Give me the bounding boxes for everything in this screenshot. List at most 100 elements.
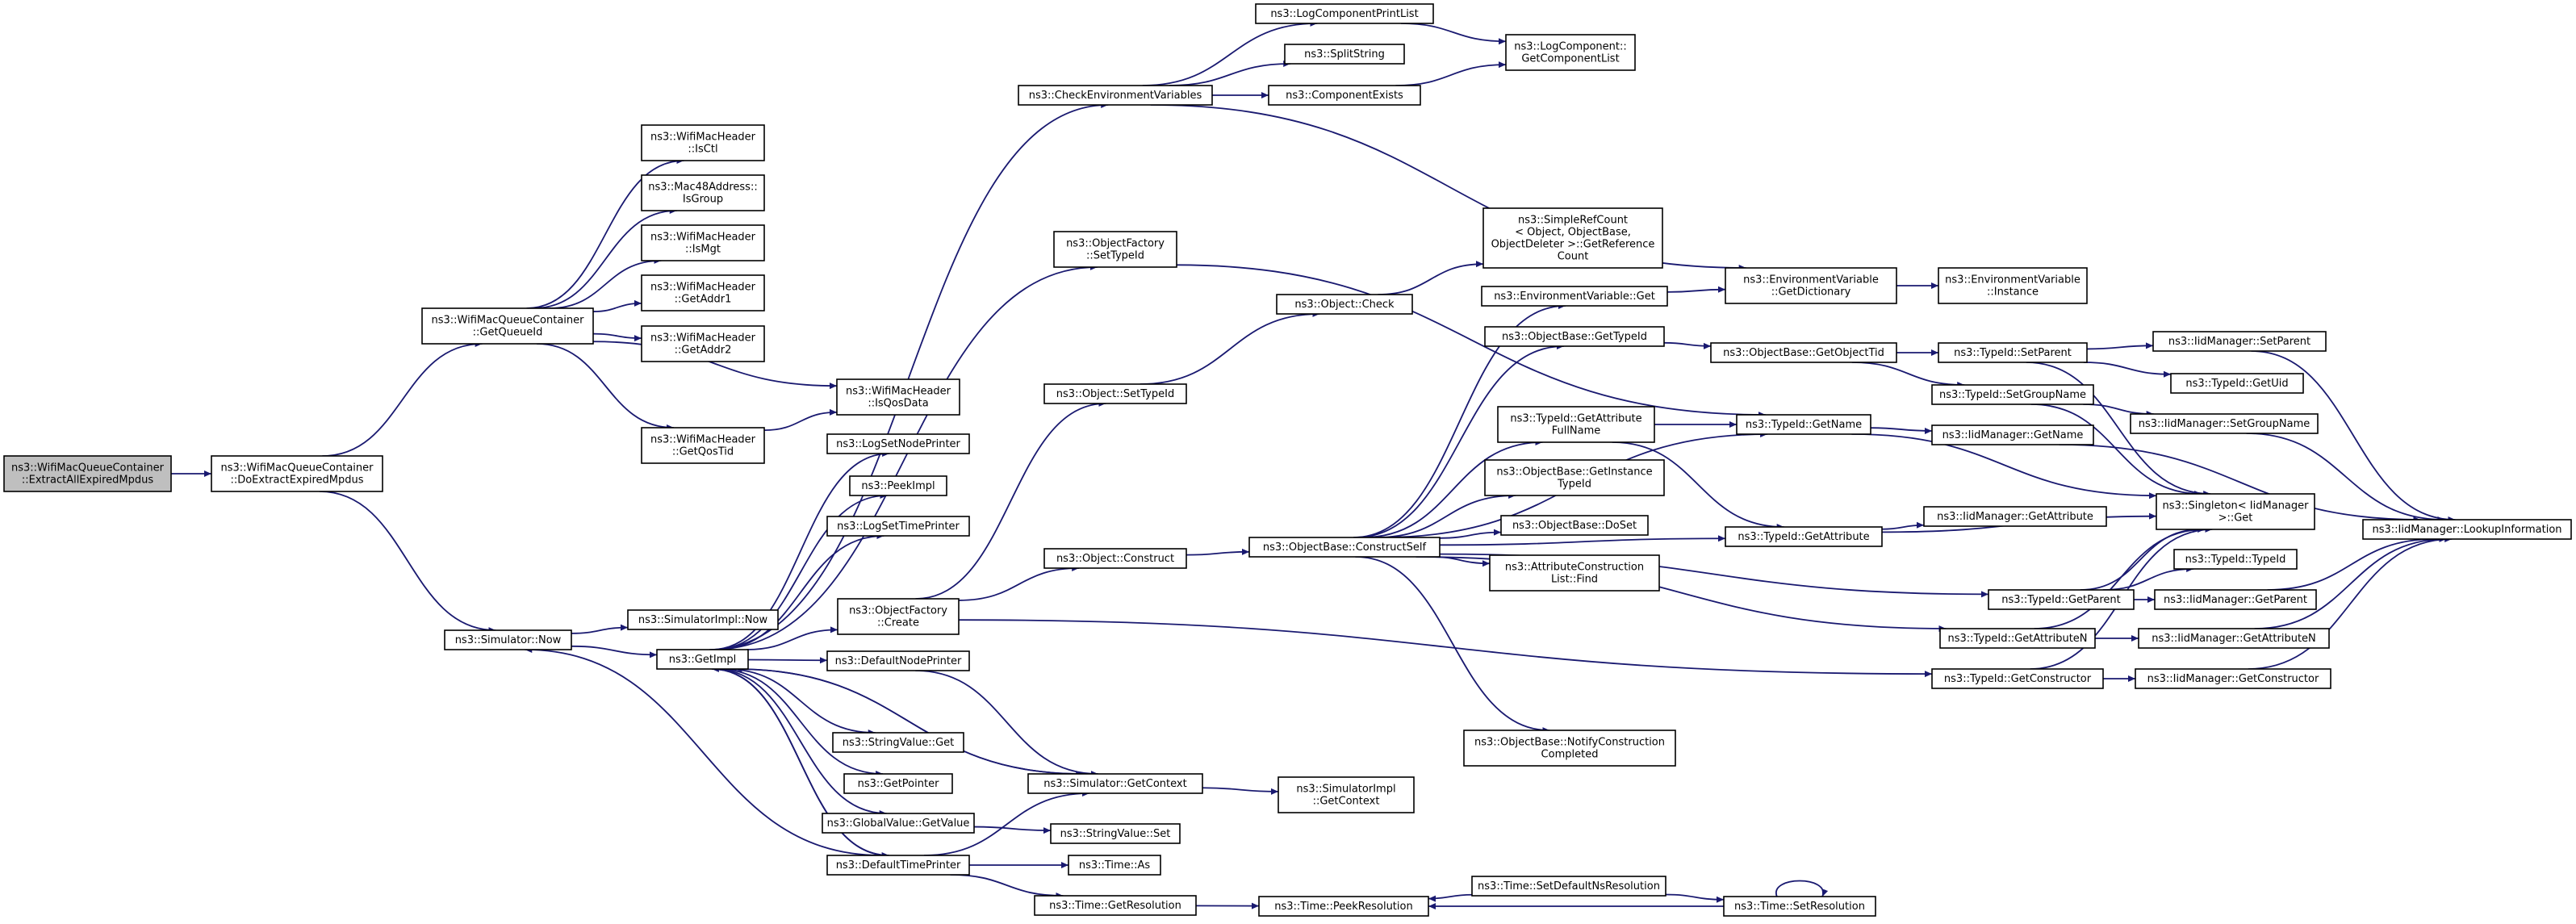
node-tidgetparent[interactable]: ns3::TypeId::GetParent — [1988, 589, 2135, 610]
edge-doextract-to-simnow — [319, 491, 496, 633]
node-objfcreate[interactable]: ns3::ObjectFactory::Create — [837, 598, 960, 635]
node-iidsetparent[interactable]: ns3::IidManager::SetParent — [2152, 331, 2327, 352]
edge-tidgetparent-to-tidtypeid — [2102, 566, 2194, 591]
node-iidgetattrn[interactable]: ns3::IidManager::GetAttributeN — [2138, 628, 2330, 649]
node-splitstring[interactable]: ns3::SplitString — [1284, 44, 1405, 65]
edge-simgetctx-to-getimpl — [734, 666, 1084, 775]
node-obdoset[interactable]: ns3::ObjectBase::DoSet — [1500, 515, 1649, 536]
node-getimpl[interactable]: ns3::GetImpl — [656, 649, 749, 670]
node-label-line: ::GetAddr1 — [675, 294, 732, 306]
node-root[interactable]: ns3::WifiMacQueueContainer::ExtractAllEx… — [3, 455, 172, 492]
node-objconstruct[interactable]: ns3::Object::Construct — [1043, 548, 1187, 569]
node-box — [1268, 85, 1421, 106]
node-timesetdef[interactable]: ns3::Time::SetDefaultNsResolution — [1471, 876, 1666, 897]
node-box — [1043, 548, 1187, 569]
node-tidsetgroup[interactable]: ns3::TypeId::SetGroupName — [1931, 384, 2094, 405]
node-tidgetuid[interactable]: ns3::TypeId::GetUid — [2170, 373, 2304, 394]
node-tidgetattrn[interactable]: ns3::TypeId::GetAttributeN — [1939, 628, 2096, 649]
node-simplerefcount[interactable]: ns3::SimpleRefCount< Object, ObjectBase,… — [1482, 207, 1663, 269]
node-logsettime[interactable]: ns3::LogSetTimePrinter — [826, 516, 970, 537]
node-simimplnow[interactable]: ns3::SimulatorImpl::Now — [627, 609, 779, 630]
node-label-line: ns3::StringValue::Set — [1060, 828, 1171, 840]
node-label-line: ns3::IidManager::GetAttribute — [1937, 511, 2093, 523]
node-timeas[interactable]: ns3::Time::As — [1068, 855, 1161, 876]
node-label-line: ns3::TypeId::TypeId — [2185, 554, 2286, 566]
node-logcompprint[interactable]: ns3::LogComponentPrintList — [1255, 3, 1434, 24]
edge-getimpl-to-getpointer — [717, 668, 884, 777]
edge-getimpl-to-objfcreate — [746, 626, 838, 650]
node-label-line: ns3::LogComponent:: — [1514, 41, 1627, 53]
node-iidsetgroup[interactable]: ns3::IidManager::SetGroupName — [2130, 413, 2319, 434]
node-objsettid[interactable]: ns3::Object::SetTypeId — [1043, 383, 1187, 404]
node-peekimpl[interactable]: ns3::PeekImpl — [849, 475, 947, 496]
node-iidlookup[interactable]: ns3::IidManager::LookupInformation — [2362, 519, 2572, 540]
node-tidsetparent[interactable]: ns3::TypeId::SetParent — [1938, 342, 2088, 363]
node-compexists[interactable]: ns3::ComponentExists — [1268, 85, 1421, 106]
node-iidgetparent[interactable]: ns3::IidManager::GetParent — [2154, 589, 2317, 610]
node-envgetdict[interactable]: ns3::EnvironmentVariable::GetDictionary — [1725, 267, 1897, 304]
node-box — [836, 378, 960, 416]
node-tidgetname[interactable]: ns3::TypeId::GetName — [1736, 414, 1871, 435]
node-getaddr2[interactable]: ns3::WifiMacHeader::GetAddr2 — [641, 325, 765, 362]
node-timesetres[interactable]: ns3::Time::SetResolution — [1723, 896, 1876, 917]
node-deftimeprinter[interactable]: ns3::DefaultTimePrinter — [826, 855, 970, 876]
node-iidgetname[interactable]: ns3::IidManager::GetName — [1931, 424, 2094, 445]
node-simimplctx[interactable]: ns3::SimulatorImpl::GetContext — [1278, 776, 1415, 813]
node-box — [826, 855, 970, 876]
node-iidgetattr[interactable]: ns3::IidManager::GetAttribute — [1923, 506, 2107, 527]
node-isgroup[interactable]: ns3::Mac48Address::IsGroup — [641, 174, 765, 211]
node-isctl[interactable]: ns3::WifiMacHeader::IsCtl — [641, 124, 765, 161]
node-simnow[interactable]: ns3::Simulator::Now — [444, 629, 572, 650]
node-iidgetctor[interactable]: ns3::IidManager::GetConstructor — [2135, 668, 2331, 689]
node-label-line: List::Find — [1551, 574, 1598, 586]
node-isqosdata[interactable]: ns3::WifiMacHeader::IsQosData — [836, 378, 960, 416]
node-label-line: ns3::TypeId::GetAttribute — [1510, 413, 1641, 425]
node-label-line: < Object, ObjectBase, — [1515, 227, 1631, 239]
node-label-line: ns3::WifiMacHeader — [650, 132, 756, 144]
node-logsetnode[interactable]: ns3::LogSetNodePrinter — [826, 433, 970, 454]
node-strvalset[interactable]: ns3::StringValue::Set — [1050, 823, 1181, 844]
node-label-line: ns3::IidManager::GetName — [1942, 429, 2084, 441]
edge-objconstruct-to-constructself — [1186, 548, 1250, 556]
node-getqueueid[interactable]: ns3::WifiMacQueueContainer::GetQueueId — [421, 307, 594, 345]
node-doextract[interactable]: ns3::WifiMacQueueContainer::DoExtractExp… — [211, 455, 383, 492]
node-label-line: ns3::IidManager::SetGroupName — [2139, 418, 2310, 430]
node-envinstance[interactable]: ns3::EnvironmentVariable::Instance — [1938, 267, 2088, 304]
node-simgetctx[interactable]: ns3::Simulator::GetContext — [1027, 773, 1203, 794]
node-box — [2135, 668, 2331, 689]
node-objcheck[interactable]: ns3::Object::Check — [1276, 294, 1413, 315]
node-box — [1931, 668, 2104, 689]
node-obgetobjtid[interactable]: ns3::ObjectBase::GetObjectTid — [1710, 342, 1897, 363]
node-tidtypeid[interactable]: ns3::TypeId::TypeId — [2173, 549, 2298, 570]
node-getaddr1[interactable]: ns3::WifiMacHeader::GetAddr1 — [641, 274, 765, 311]
node-defnodeprinter[interactable]: ns3::DefaultNodePrinter — [826, 650, 970, 671]
node-singleton[interactable]: ns3::Singleton< IidManager>::Get — [2156, 493, 2315, 530]
node-obnotify[interactable]: ns3::ObjectBase::NotifyConstructionCompl… — [1463, 730, 1676, 767]
node-constructself[interactable]: ns3::ObjectBase::ConstructSelf — [1248, 537, 1441, 558]
node-getqostid[interactable]: ns3::WifiMacHeader::GetQosTid — [641, 427, 765, 464]
node-label-line: ::GetContext — [1313, 796, 1380, 808]
node-checkenv[interactable]: ns3::CheckEnvironmentVariables — [1018, 85, 1213, 106]
node-globalget[interactable]: ns3::GlobalValue::GetValue — [822, 813, 975, 834]
node-strvalget[interactable]: ns3::StringValue::Get — [832, 732, 964, 753]
node-timegetres[interactable]: ns3::Time::GetResolution — [1034, 895, 1197, 916]
node-logcompget[interactable]: ns3::LogComponent::GetComponentList — [1505, 34, 1636, 71]
node-label-line: ns3::GetPointer — [858, 778, 939, 790]
node-peekres[interactable]: ns3::Time::PeekResolution — [1258, 896, 1429, 917]
node-obgettid[interactable]: ns3::ObjectBase::GetTypeId — [1484, 326, 1665, 347]
node-envget[interactable]: ns3::EnvironmentVariable::Get — [1481, 286, 1668, 307]
node-label-line: ns3::ObjectBase::GetObjectTid — [1723, 347, 1884, 359]
node-label-line: ns3::ObjectBase::NotifyConstruction — [1474, 737, 1665, 749]
edge-getqueueid-to-getqostid — [536, 343, 675, 431]
node-tidgetctor[interactable]: ns3::TypeId::GetConstructor — [1931, 668, 2104, 689]
node-getpointer[interactable]: ns3::GetPointer — [843, 773, 953, 794]
node-objfsettid[interactable]: ns3::ObjectFactory::SetTypeId — [1053, 231, 1177, 268]
node-ismgt[interactable]: ns3::WifiMacHeader::IsMgt — [641, 224, 765, 261]
node-box — [627, 609, 779, 630]
node-tidgetattr[interactable]: ns3::TypeId::GetAttribute — [1725, 526, 1883, 547]
edge-deftimeprinter-to-simnow — [525, 646, 882, 856]
